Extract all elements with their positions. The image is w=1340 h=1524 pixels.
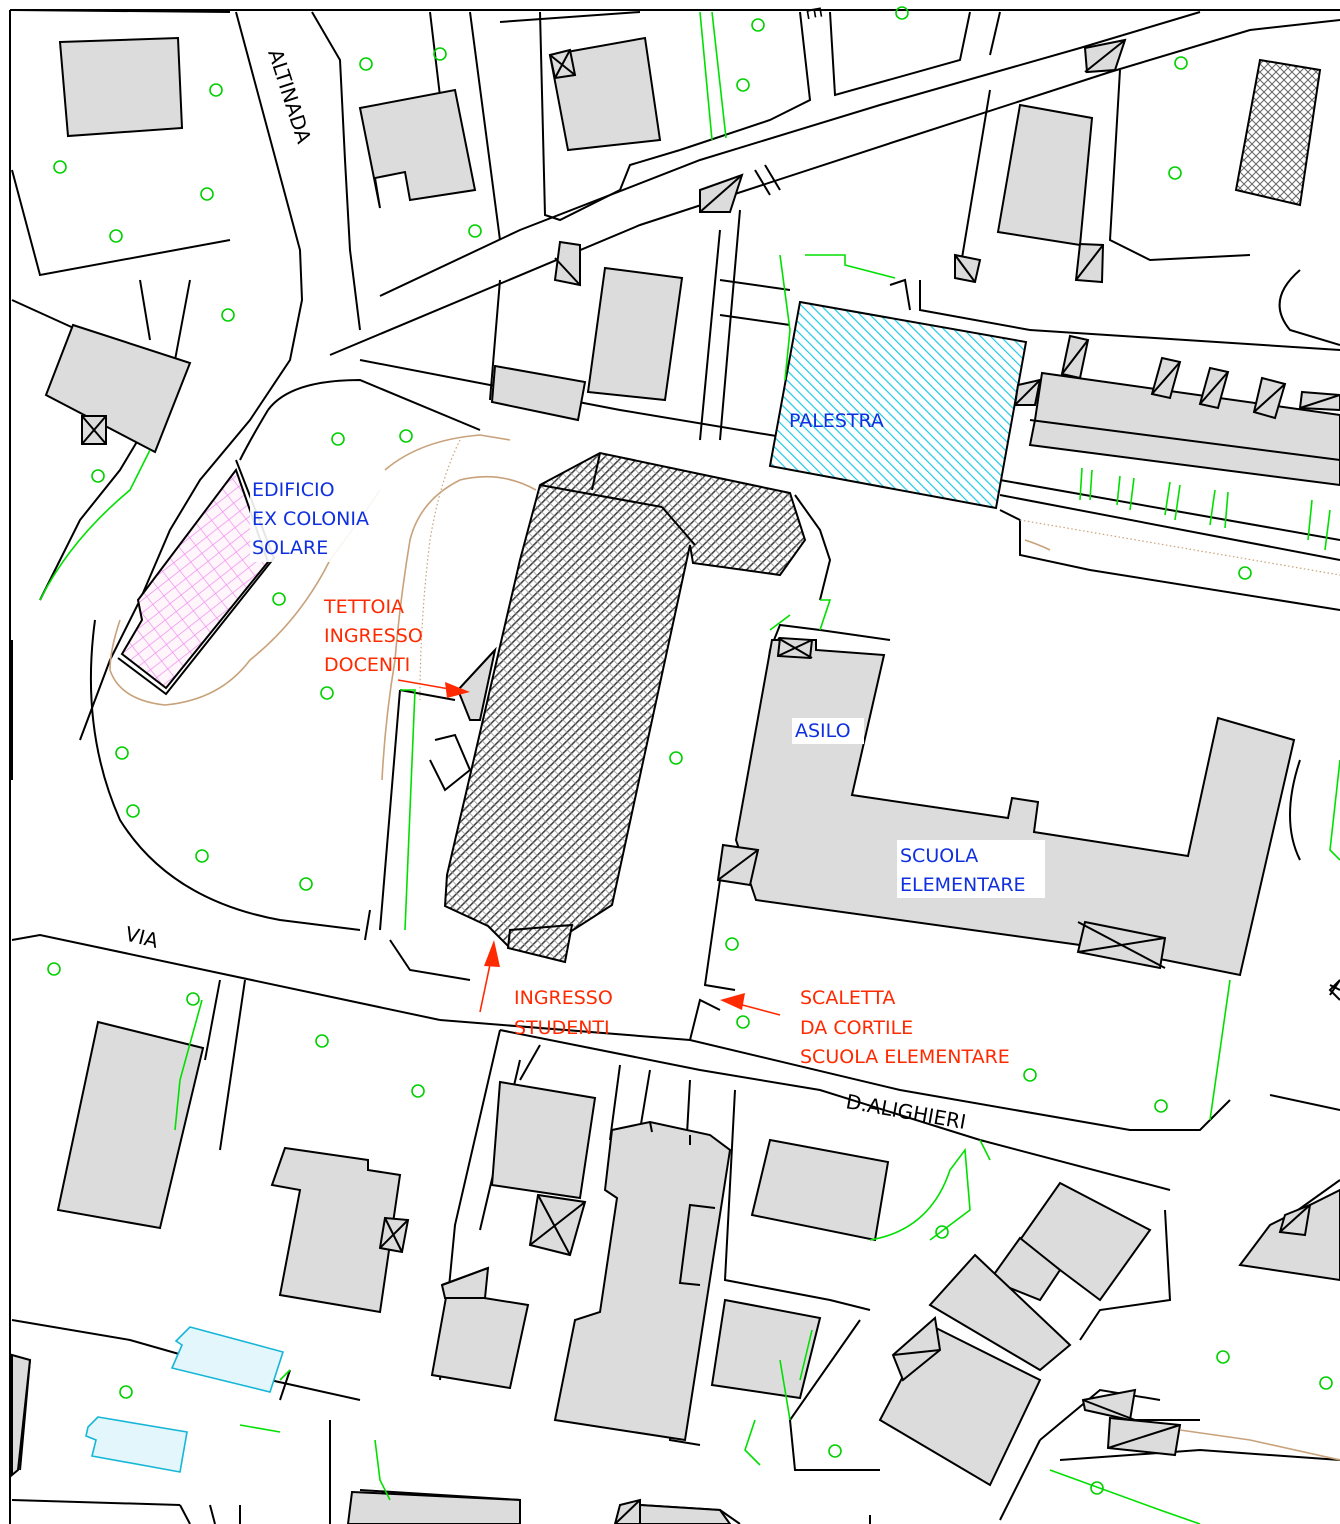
- label-scaletta-3: SCUOLA ELEMENTARE: [800, 1046, 1010, 1068]
- main-school-building: [443, 451, 807, 950]
- asilo-label-bg: [792, 718, 864, 744]
- ex-colonia-building: [120, 467, 270, 690]
- arrow-tettoia: [397, 679, 456, 691]
- label-scaletta-1: SCALETTA: [800, 987, 895, 1009]
- label-asilo: ASILO: [795, 720, 851, 742]
- palestra-building: [768, 300, 1028, 510]
- label-scaletta-2: DA CORTILE: [800, 1017, 913, 1039]
- label-colonia-2: EX COLONIA: [252, 508, 369, 530]
- label-ingresso-studenti-1: INGRESSO: [514, 987, 613, 1009]
- hatched-outbuilding: [1234, 58, 1322, 207]
- label-scuola-2: ELEMENTARE: [900, 874, 1026, 896]
- tree-symbols: [47, 6, 1333, 1495]
- shed-symbols: [81, 38, 1340, 1524]
- street-label-altinada: ALTINADA: [263, 46, 316, 147]
- pools: [85, 1326, 285, 1473]
- label-tettoia-3: DOCENTI: [324, 654, 410, 676]
- label-scuola-1: SCUOLA: [900, 845, 978, 867]
- buildings: [11, 36, 1340, 1524]
- label-colonia-3: SOLARE: [252, 537, 328, 559]
- label-ingresso-studenti-2: STUDENTI: [514, 1017, 610, 1039]
- annotation-arrows: [397, 679, 781, 1016]
- school-annex: [506, 923, 574, 964]
- vegetation-lines: [39, 11, 1340, 1524]
- street-label-d-alighieri: D.ALIGHIERI: [844, 1089, 968, 1134]
- map-frame: [9, 9, 1340, 1524]
- label-tettoia-1: TETTOIA: [323, 596, 404, 618]
- scuola-label-bg: [897, 840, 1045, 898]
- street-label-via: VIA: [123, 922, 161, 953]
- label-tettoia-2: INGRESSO: [324, 625, 423, 647]
- colonia-label-bg: [250, 476, 390, 562]
- label-colonia-1: EDIFICIO: [252, 479, 335, 501]
- label-palestra: PALESTRA: [789, 410, 884, 432]
- street-label-edge: E: [801, 5, 827, 22]
